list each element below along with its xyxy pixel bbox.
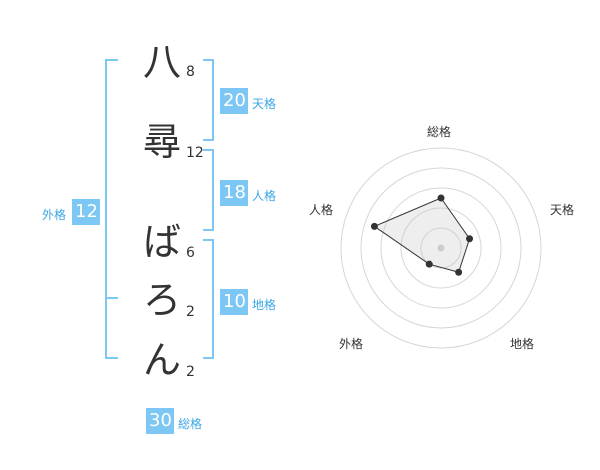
radar-point-1	[466, 235, 474, 243]
radar-center-point	[437, 244, 445, 252]
radar-label-soukaku: 総格	[427, 125, 452, 139]
radar-ring-5	[340, 147, 542, 349]
stroke-count-3: 6	[186, 245, 195, 261]
radar-label-tenkaku: 天格	[550, 203, 575, 217]
tenkaku-bracket	[203, 59, 214, 141]
soukaku-value: 30	[146, 408, 174, 434]
gaikaku-value: 12	[72, 199, 100, 225]
radar-point-2	[455, 268, 463, 276]
stroke-count-5: 2	[186, 364, 195, 380]
jinkaku-value: 18	[220, 180, 248, 206]
radar-ring-1	[420, 227, 462, 269]
radar-label-gaikaku: 外格	[339, 337, 364, 351]
stroke-count-2: 12	[186, 145, 204, 161]
radar-ring-3	[380, 187, 502, 309]
tenkaku-value: 20	[220, 88, 248, 114]
radar-polygon	[373, 197, 471, 273]
gaikaku-bracket	[105, 59, 118, 359]
gaikaku-label: 外格	[42, 208, 67, 222]
stroke-count-1: 8	[186, 64, 195, 80]
radar-point-0	[437, 194, 445, 202]
name-char-1: 八	[142, 40, 181, 84]
chikaku-value: 10	[220, 289, 248, 315]
radar-label-chikaku: 地格	[510, 337, 535, 351]
radar-point-4	[370, 222, 378, 230]
soukaku-label: 総格	[178, 417, 203, 431]
radar-point-3	[425, 260, 433, 268]
name-char-3: ば	[142, 220, 181, 264]
name-char-4: ろ	[142, 278, 181, 322]
name-char-5: ん	[142, 338, 181, 382]
tenkaku-label: 天格	[252, 97, 277, 111]
stroke-count-4: 2	[186, 304, 195, 320]
jinkaku-label: 人格	[252, 189, 277, 203]
name-char-2: 尋	[142, 120, 181, 164]
radar-ring-2	[400, 207, 482, 289]
jinkaku-bracket	[203, 149, 214, 231]
chikaku-bracket	[203, 239, 214, 359]
chikaku-label: 地格	[252, 298, 277, 312]
radar-label-jinkaku: 人格	[309, 203, 334, 217]
radar-ring-4	[360, 167, 522, 329]
